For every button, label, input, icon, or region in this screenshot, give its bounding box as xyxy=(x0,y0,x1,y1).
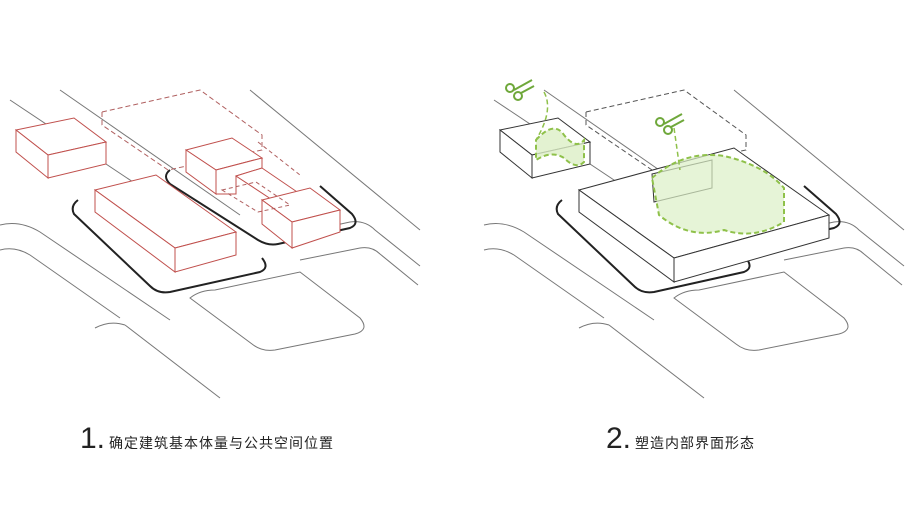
building-block-small xyxy=(14,117,108,180)
diagram-step2 xyxy=(483,79,905,399)
public-space-outline xyxy=(101,89,263,171)
cut-line-1 xyxy=(535,91,549,141)
scissors-icon xyxy=(505,79,535,101)
public-space-outline-2 xyxy=(585,89,747,171)
building-block-large xyxy=(93,174,238,273)
cut-line-2 xyxy=(673,127,681,171)
dashed-edge xyxy=(257,141,301,176)
building-block-courtyard xyxy=(184,137,342,250)
step2-text: 塑造内部界面形态 xyxy=(635,436,756,452)
public-space-volume-courtyard xyxy=(650,154,785,235)
courtyard-dashed xyxy=(220,181,292,213)
step1-number: 1. xyxy=(80,422,106,455)
step2-number: 2. xyxy=(606,422,632,455)
public-space-volume-small xyxy=(535,127,585,167)
step1-text: 确定建筑基本体量与公共空间位置 xyxy=(109,436,335,452)
caption-step1: 1. 确定建筑基本体量与公共空间位置 xyxy=(80,424,334,454)
scissors-icon xyxy=(655,113,685,135)
caption-step2: 2. 塑造内部界面形态 xyxy=(606,424,755,454)
diagram-step1 xyxy=(0,89,421,399)
